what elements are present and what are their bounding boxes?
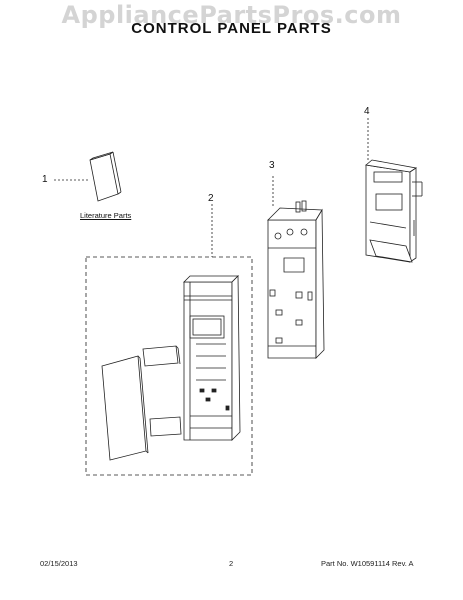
circuit-board-housing[interactable] (267, 176, 325, 359)
literature-parts-label: Literature Parts (80, 211, 132, 220)
footer-page-number: 2 (229, 559, 234, 568)
page-title: CONTROL PANEL PARTS (131, 20, 332, 37)
control-panel-front[interactable] (183, 275, 241, 441)
panel-label[interactable] (149, 416, 182, 437)
mounting-bracket[interactable] (365, 118, 423, 263)
footer-date: 02/15/2013 (40, 559, 78, 568)
literature-booklet[interactable] (89, 151, 122, 202)
footer-part-number: Part No. W10591114 Rev. A (321, 559, 414, 568)
callout-1: 1 (42, 174, 48, 185)
keypad-membrane[interactable] (101, 355, 149, 461)
callout-3: 3 (269, 160, 275, 171)
assembly-box-2 (85, 256, 253, 476)
callout-2: 2 (208, 193, 214, 204)
display-lens[interactable] (142, 345, 181, 367)
watermark-logo: AppliancePartsPros.com (61, 1, 402, 29)
callout-4: 4 (364, 106, 370, 117)
